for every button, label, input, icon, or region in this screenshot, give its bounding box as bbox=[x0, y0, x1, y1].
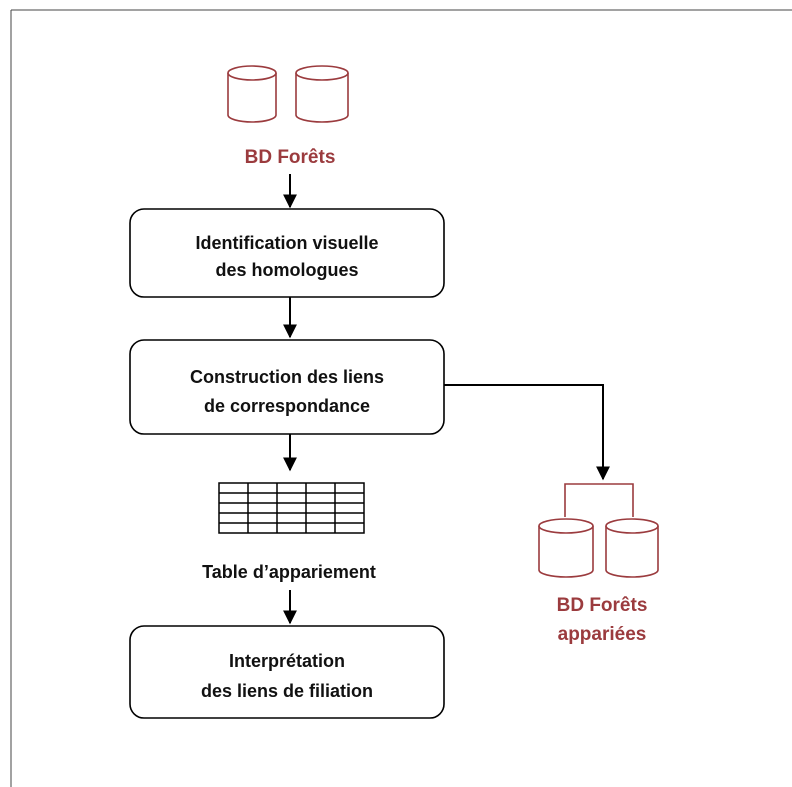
step-identification-line1: Identification visuelle bbox=[195, 233, 378, 253]
step-identification-line2: des homologues bbox=[215, 260, 358, 280]
table-grid-icon bbox=[218, 482, 365, 534]
step-construction-box: Construction des liens de correspondance bbox=[129, 339, 445, 435]
step-interpretation-box: Interprétation des liens de filiation bbox=[129, 625, 445, 719]
output-db-label-line1: BD Forêts bbox=[557, 595, 648, 616]
step-construction-line1: Construction des liens bbox=[190, 367, 384, 387]
source-db-label: BD Forêts bbox=[245, 147, 336, 168]
database-link-bracket bbox=[564, 483, 634, 517]
database-cylinder-icon bbox=[227, 65, 277, 123]
source-database-icon bbox=[227, 65, 349, 123]
database-cylinder-icon bbox=[295, 65, 349, 123]
arrow-construction-to-output-db bbox=[444, 384, 610, 481]
database-cylinder-icon bbox=[538, 518, 594, 578]
step-identification-box: Identification visuelle des homologues bbox=[129, 208, 445, 298]
step-interpretation-line2: des liens de filiation bbox=[201, 681, 373, 701]
database-cylinder-icon bbox=[605, 518, 659, 578]
step-construction-line2: de correspondance bbox=[204, 396, 370, 416]
table-label: Table d’appariement bbox=[202, 562, 376, 582]
step-interpretation-line1: Interprétation bbox=[229, 651, 345, 671]
output-database-icon bbox=[538, 483, 659, 578]
output-db-label-line2: appariées bbox=[558, 624, 647, 645]
